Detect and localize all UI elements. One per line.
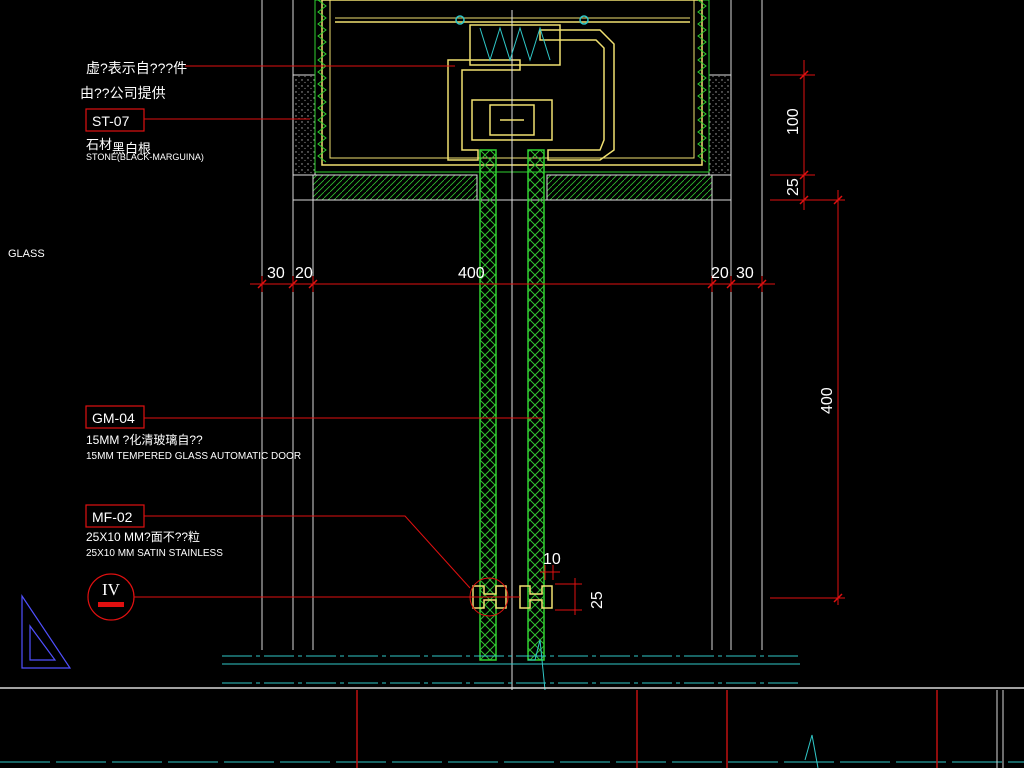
glass-label: GLASS	[8, 248, 45, 260]
dim-100: 100	[785, 108, 802, 135]
dim-400-vertical: 400	[819, 387, 836, 414]
dim-25-bottom: 25	[589, 591, 606, 609]
section-marker-bar	[98, 602, 124, 607]
gm-chinese-label: 15MM ?化清玻璃自??	[86, 433, 203, 447]
st-english-label: STONE(BLACK-MARGUINA)	[86, 152, 204, 162]
dim-400-horizontal: 400	[458, 265, 485, 282]
mf-tag-label: MF-02	[92, 509, 133, 525]
mf-english-label: 25X10 MM SATIN STAINLESS	[86, 548, 223, 559]
gm-english-label: 15MM TEMPERED GLASS AUTOMATIC DOOR	[86, 451, 301, 462]
tag-boxes	[85, 108, 145, 621]
triangle-symbol	[21, 594, 72, 669]
door-operator	[447, 10, 615, 165]
st-chinese-label: 石材	[86, 137, 112, 152]
glass-panels	[479, 149, 545, 690]
dim-30-right: 30	[736, 265, 754, 282]
st-tag-label: ST-07	[92, 113, 130, 129]
dim-10: 10	[543, 551, 561, 568]
viewport-border	[0, 687, 1024, 768]
dimension-lines	[250, 60, 845, 615]
dim-20-right: 20	[711, 265, 729, 282]
note-line-2: 由??公司提供	[80, 85, 166, 101]
dim-25-top: 25	[785, 178, 802, 196]
dim-30-left: 30	[267, 265, 285, 282]
dim-20-left: 20	[295, 265, 313, 282]
st-chinese-label-2: 黑白根	[112, 141, 151, 156]
section-number: IV	[102, 580, 121, 599]
leader-lines	[134, 65, 520, 598]
gm-tag-label: GM-04	[92, 410, 135, 426]
stone-blocks	[292, 74, 732, 201]
note-line-1: 虚?表示自???件	[86, 60, 187, 76]
floor-lines	[0, 639, 1024, 768]
dimension-ticks	[257, 70, 843, 603]
mf-chinese-label: 25X10 MM?面不??粒	[86, 529, 200, 544]
